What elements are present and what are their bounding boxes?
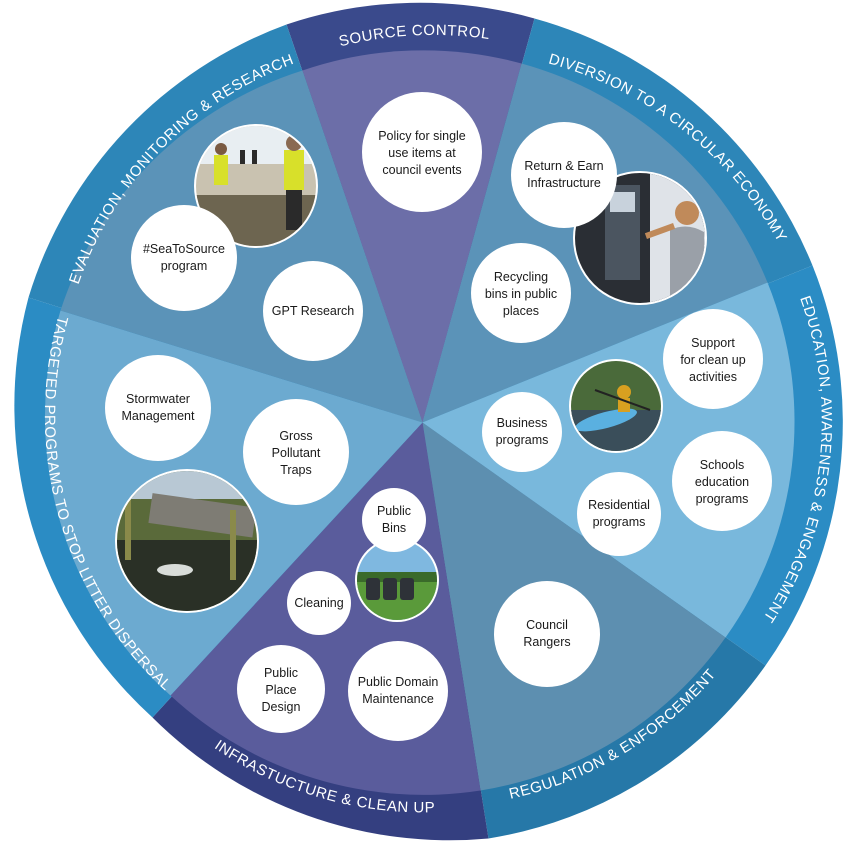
svg-text:GPT Research: GPT Research (272, 304, 354, 318)
svg-text:Cleaning: Cleaning (294, 596, 343, 610)
photo-public-bins (355, 538, 439, 622)
photo-volunteers (194, 124, 318, 248)
bubble-gpt-research: GPT Research (263, 261, 363, 361)
bubble-cleaning: Cleaning (287, 571, 351, 635)
photo-gross-pollutant-trap (115, 469, 259, 613)
